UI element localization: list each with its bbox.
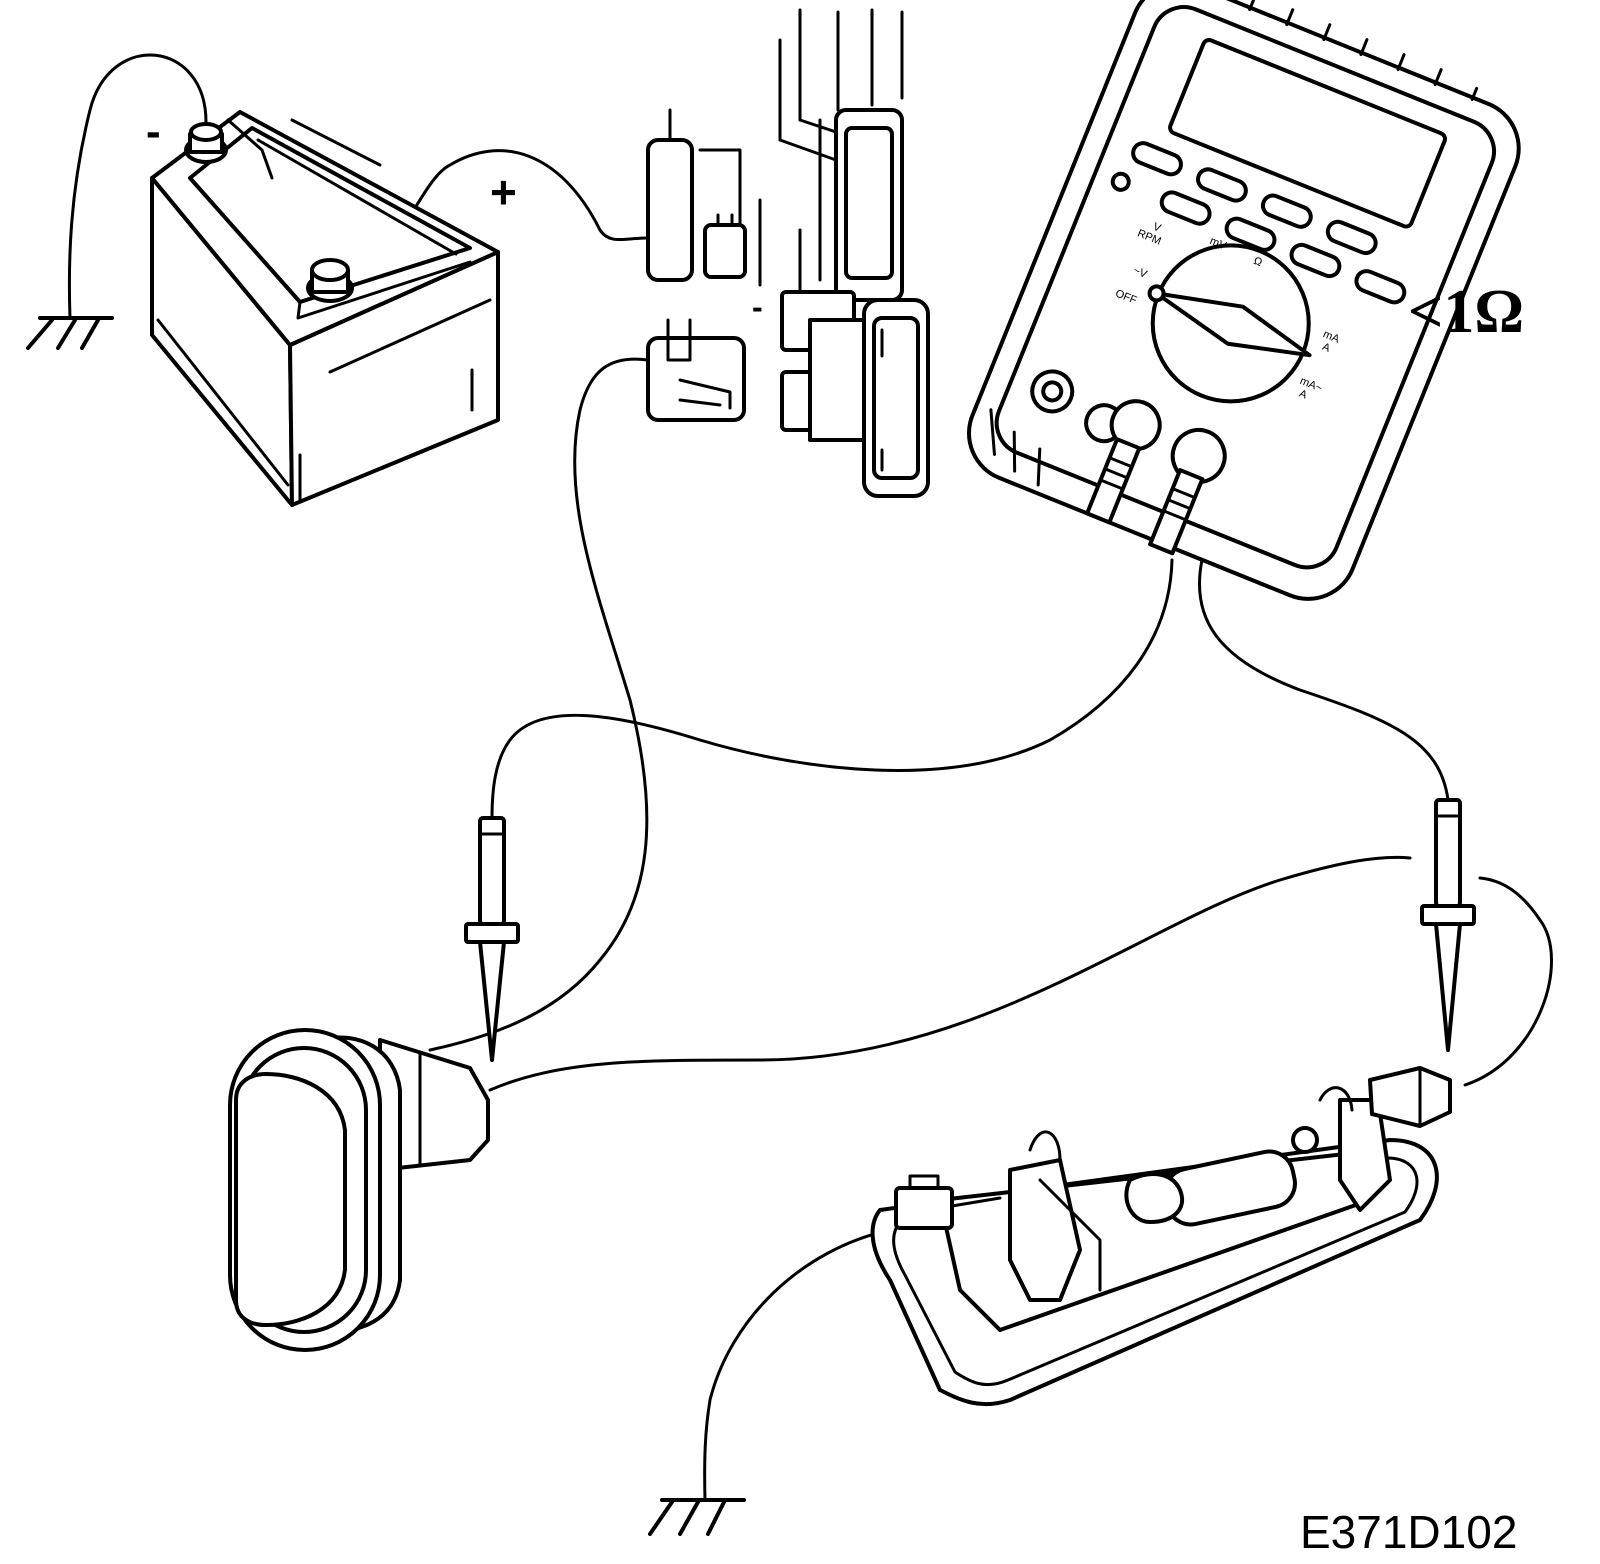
test-probe-icon [1420, 798, 1476, 1052]
dial-label-a: A [1321, 341, 1333, 355]
ground-symbol-icon [26, 316, 114, 350]
fuse-panel-marker: - [752, 289, 763, 325]
wire-fuse-switch [428, 357, 650, 1052]
wire-meter-right-probe [1197, 558, 1450, 802]
dial-label-ac-v: ~V [1131, 265, 1149, 282]
figure-code: E371D102 [1300, 1506, 1517, 1558]
test-probe-icon [464, 816, 520, 1062]
ground-symbol-icon [648, 1498, 746, 1536]
switch-icon [228, 1028, 490, 1352]
lamp-icon [870, 1066, 1452, 1407]
dial-label-v: V [1151, 221, 1163, 235]
battery-positive-symbol: + [490, 166, 517, 218]
dial-label-ma: mA [1321, 328, 1341, 346]
wire-battery-negative-ground [67, 53, 208, 320]
dial-label-mv: mV [1208, 235, 1228, 253]
battery-icon [150, 110, 500, 507]
dial-label-a-ac: A [1297, 388, 1309, 402]
multimeter-icon: V RPM mV Ω ~V OFF mA A mA~ A [966, 0, 1521, 601]
wire-lamp-ground [703, 1228, 892, 1502]
battery-negative-symbol: - [146, 107, 161, 156]
fuse-panel [646, 8, 930, 498]
wire-switch-lamp [488, 855, 1412, 1092]
resistance-reading: <1Ω [1408, 278, 1524, 346]
wire-lamp-connector-right [1463, 876, 1553, 1087]
wire-meter-left-probe [490, 558, 1174, 820]
